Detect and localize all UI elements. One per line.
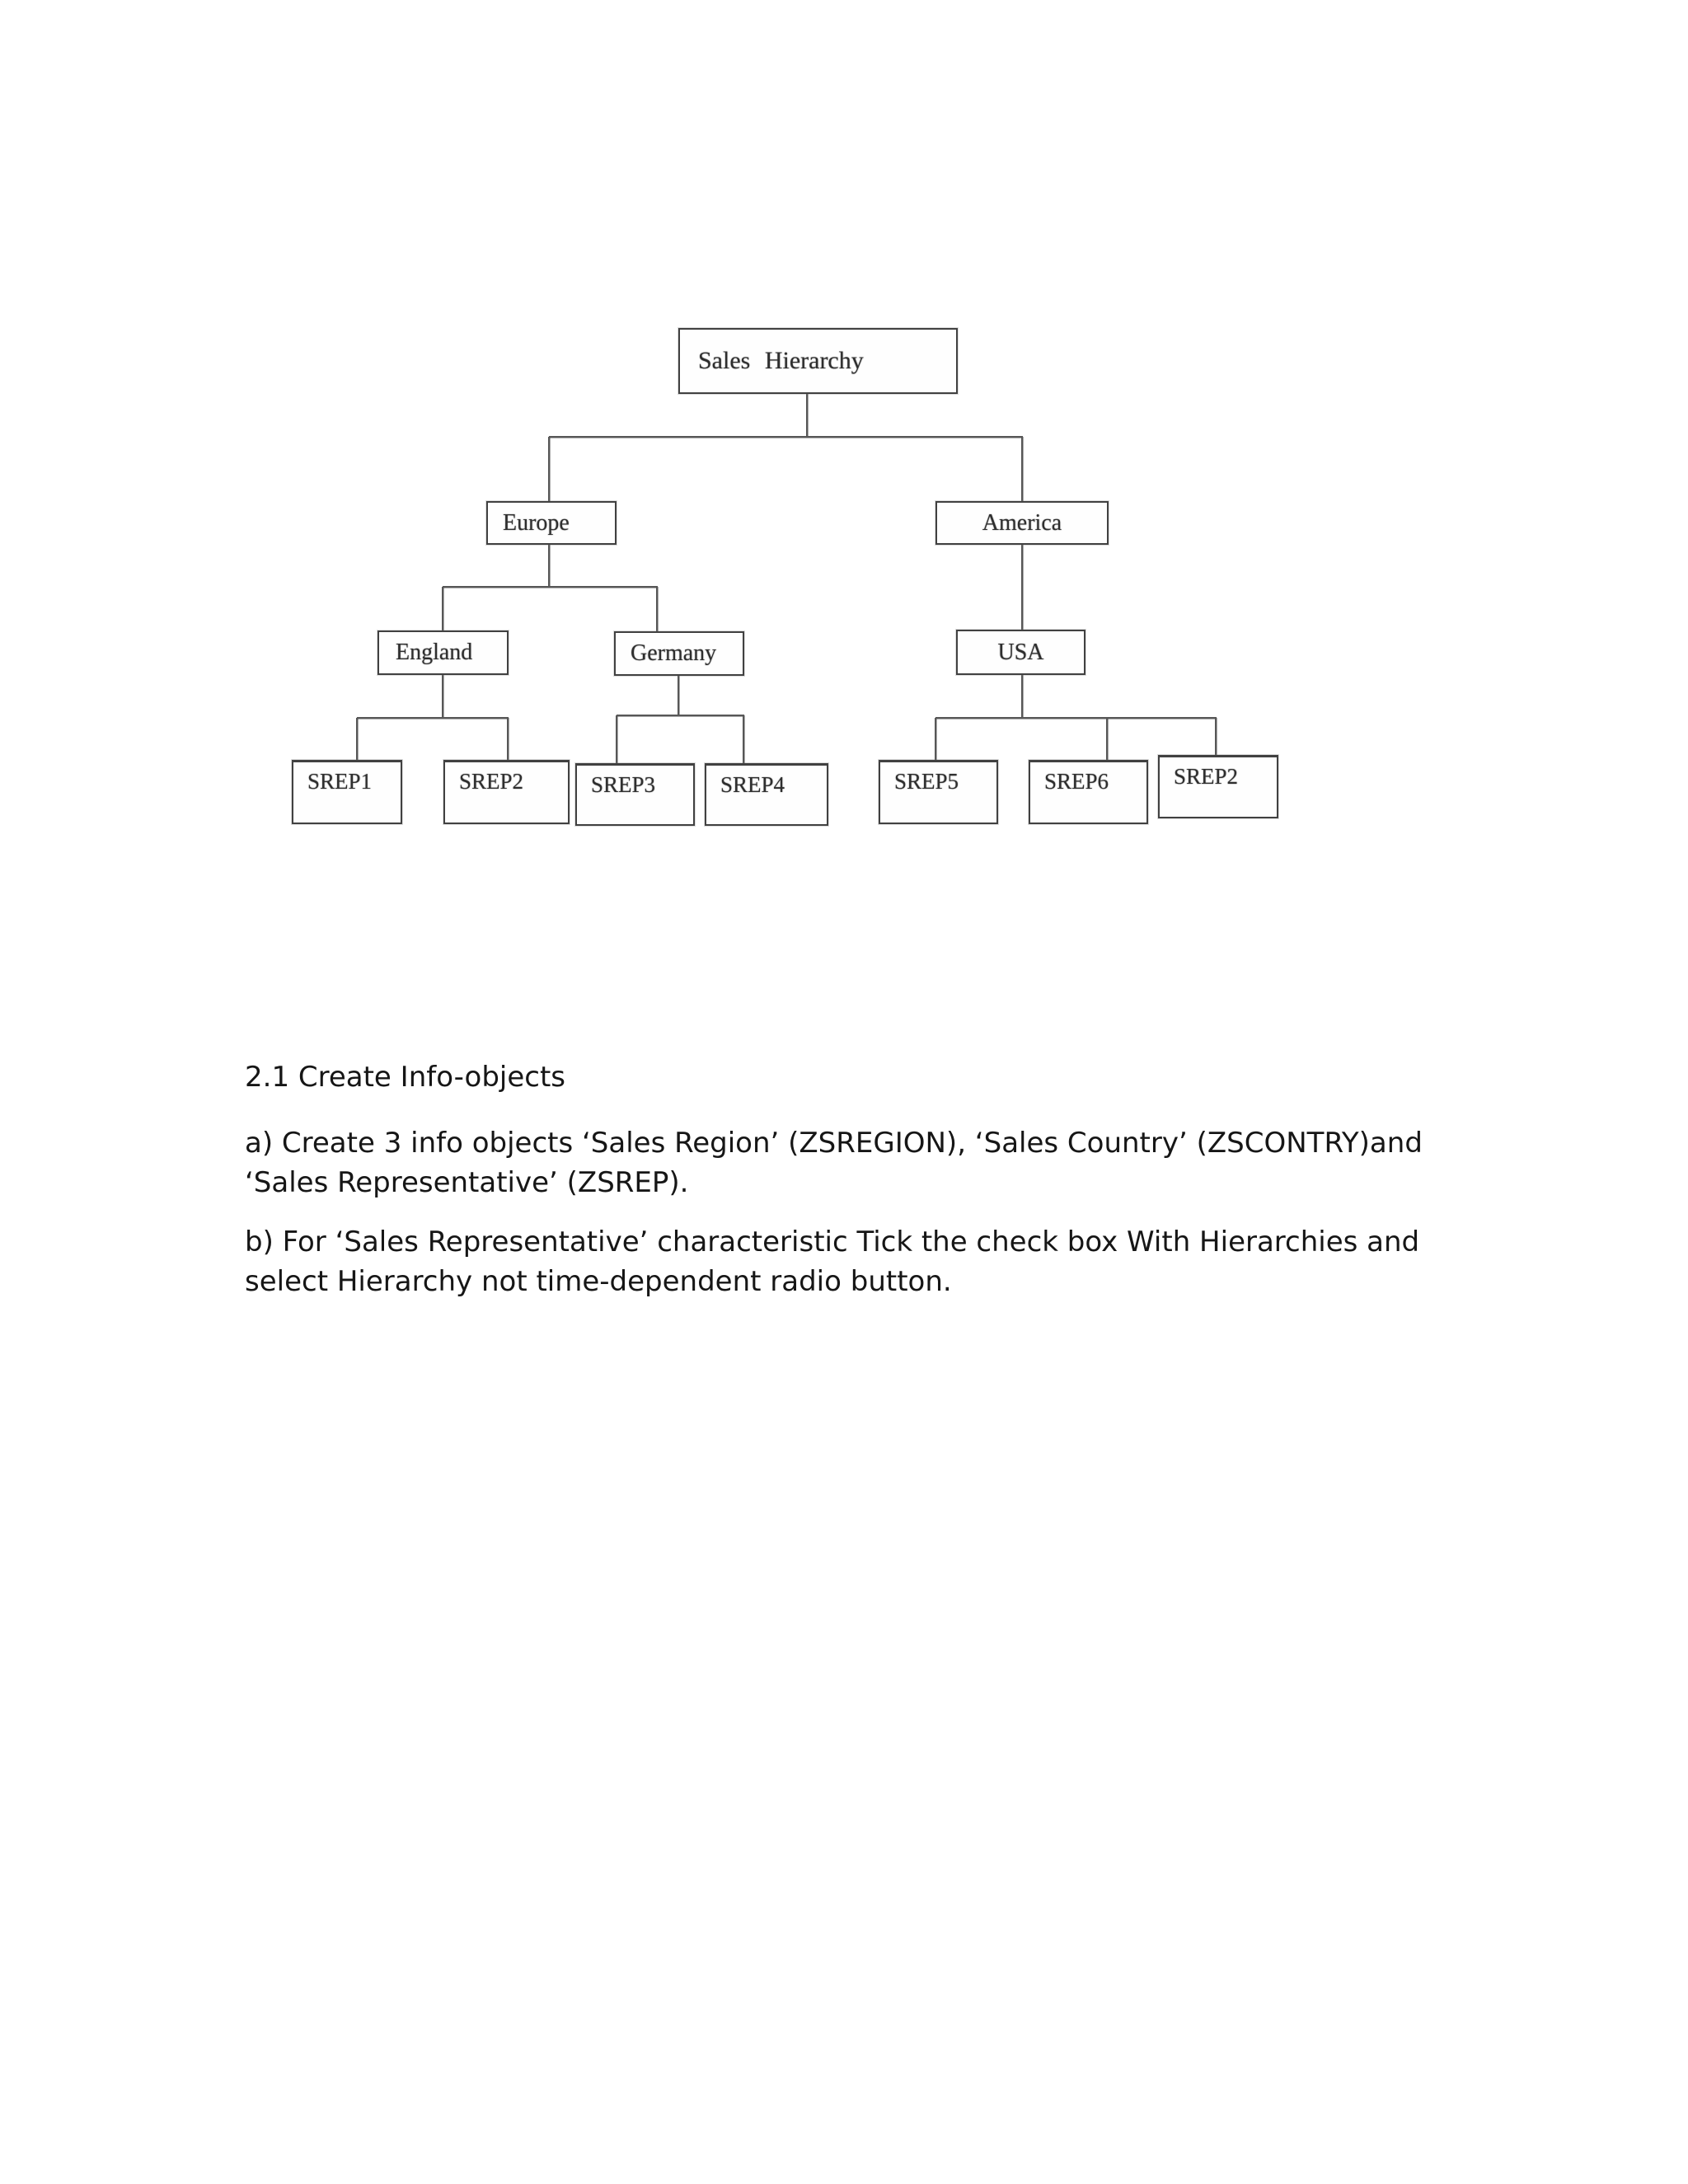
section-heading: 2.1 Create Info-objects [245, 1061, 566, 1094]
node-srep4: SREP4 [705, 763, 828, 826]
node-srep1: SREP1 [292, 760, 402, 824]
paragraph-b: b) For ‘Sales Representative’ characteri… [245, 1222, 1419, 1301]
paragraph-a-line-1: a) Create 3 info objects ‘Sales Region’ … [245, 1127, 1423, 1160]
node-sales-hierarchy: Sales Hierarchy [678, 328, 958, 394]
node-srep3: SREP3 [575, 763, 695, 826]
node-srep5: SREP5 [879, 760, 998, 824]
node-germany: Germany [614, 631, 744, 676]
paragraph-b-line-1: b) For ‘Sales Representative’ characteri… [245, 1226, 1420, 1258]
node-europe: Europe [486, 501, 617, 545]
node-usa: USA [956, 630, 1085, 675]
paragraph-b-line-2: select Hierarchy not time-dependent radi… [245, 1265, 952, 1298]
node-srep6: SREP6 [1029, 760, 1148, 824]
paragraph-a: a) Create 3 info objects ‘Sales Region’ … [245, 1123, 1423, 1202]
node-srep2-right: SREP2 [1158, 755, 1278, 818]
node-srep2: SREP2 [443, 760, 570, 824]
paragraph-a-line-2: ‘Sales Representative’ (ZSREP). [245, 1166, 689, 1199]
node-america: America [935, 501, 1109, 545]
node-england: England [377, 630, 509, 675]
